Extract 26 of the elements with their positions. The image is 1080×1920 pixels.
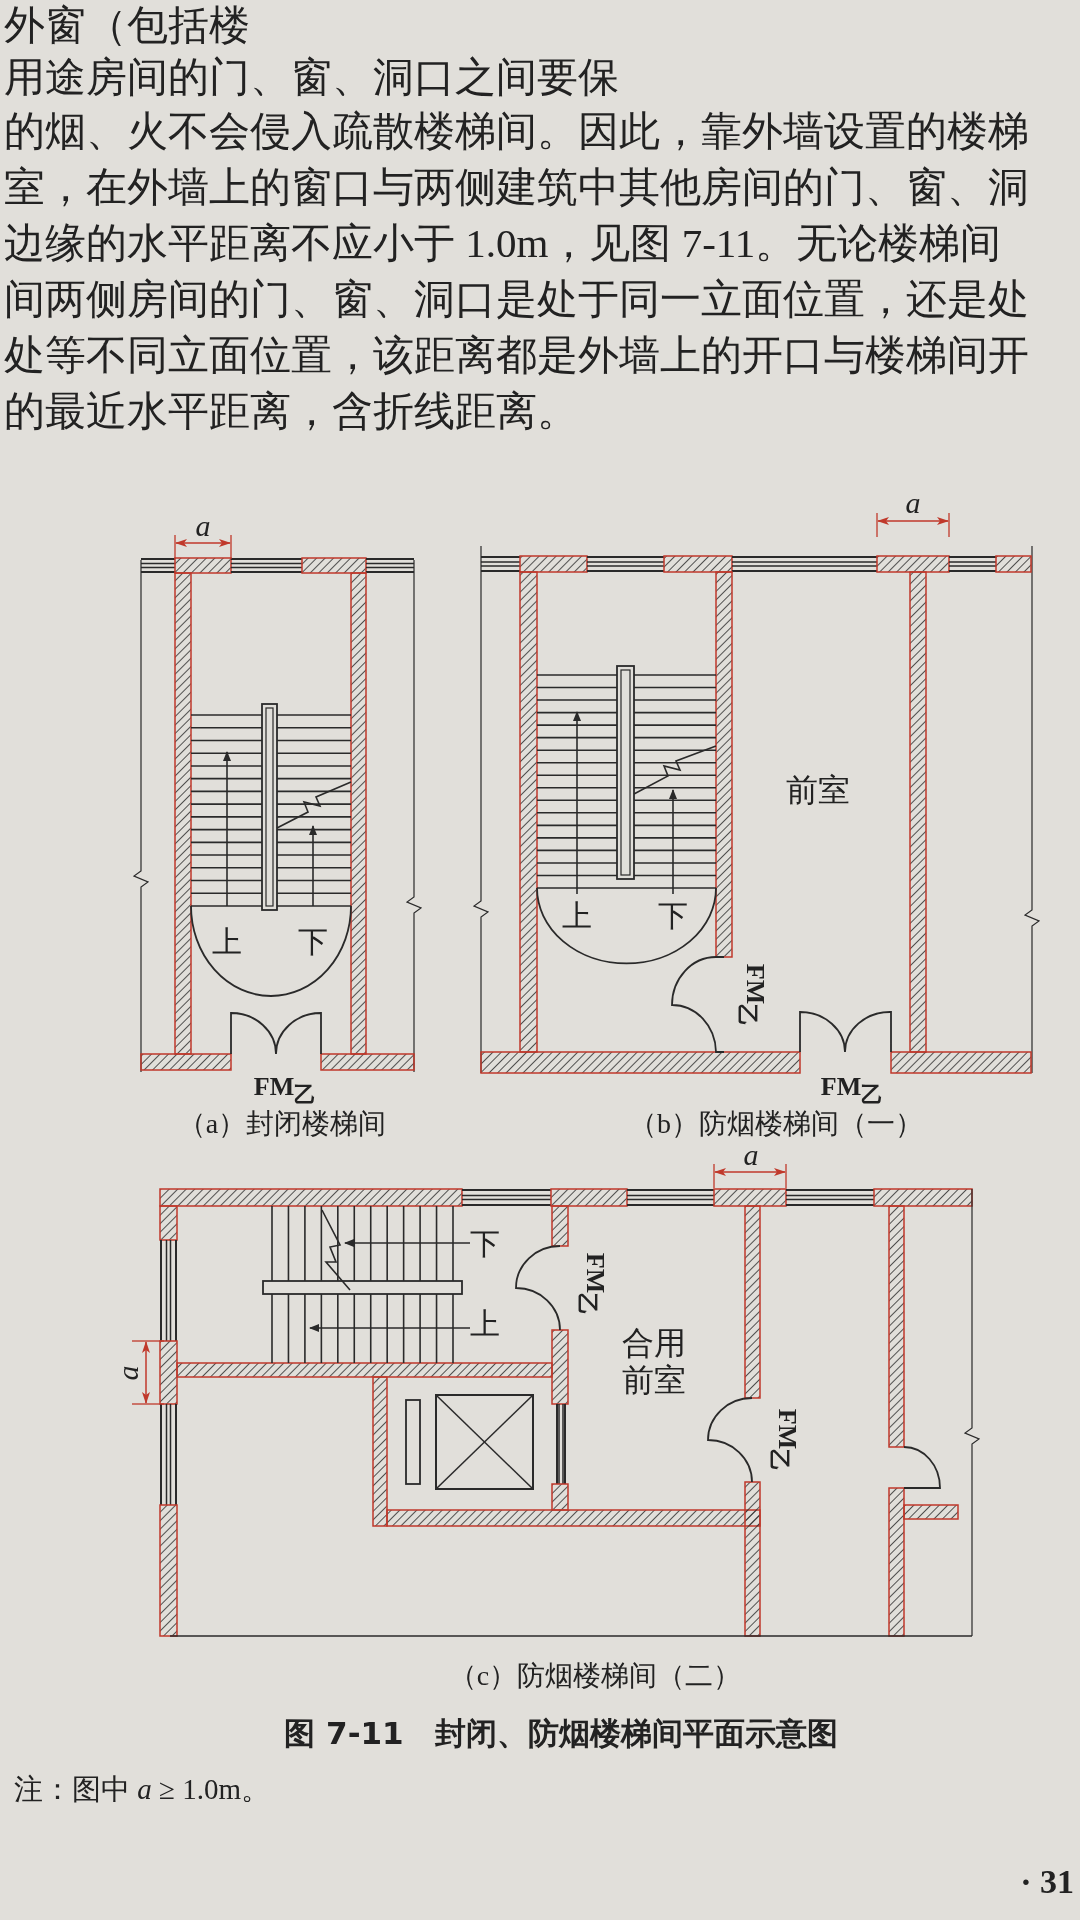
direction-label: 下 [298, 924, 328, 960]
door-label: FM$_{乙}$ [820, 1072, 884, 1108]
paragraph-text: 室，在外墙上的窗口与两侧建筑中其他房间的门、窗、洞 [4, 164, 1029, 212]
panel-caption: （c）防烟楼梯间（二） [448, 1659, 742, 1693]
paragraph-text: 处等不同立面位置，该距离都是外墙上的开口与楼梯间开 [4, 332, 1029, 380]
paragraph-text: 间两侧房间的门、窗、洞口是处于同一立面位置，还是处 [4, 276, 1029, 324]
direction-label: 下 [470, 1226, 500, 1262]
page-number: · 31 [1020, 1862, 1074, 1902]
dimension-label: a [110, 1365, 145, 1381]
direction-label: 上 [470, 1306, 500, 1342]
dimension-label: a [195, 508, 211, 544]
paragraph-text: 的烟、火不会侵入疏散楼梯间。因此，靠外墙设置的楼梯 [4, 108, 1029, 156]
room-label: 前室 [786, 771, 850, 809]
paragraph-text: 外窗（包括楼 [4, 2, 250, 50]
paragraph-text: 用途房间的门、窗、洞口之间要保 [4, 54, 619, 102]
figure-title: 图 7-11 封闭、防烟楼梯间平面示意图 [284, 1716, 838, 1752]
direction-label: 上 [562, 898, 592, 934]
direction-label: 下 [658, 898, 688, 934]
paragraph-text: 边缘的水平距离不应小于 1.0m，见图 7-11。无论楼梯间 [4, 220, 1002, 268]
paragraph-text: 的最近水平距离，含折线距离。 [4, 388, 578, 436]
dimension-label: a [905, 485, 921, 521]
room-label: 合用前室 [621, 1325, 687, 1399]
direction-label: 上 [212, 924, 242, 960]
panel-caption: （a）封闭楼梯间 [177, 1107, 387, 1141]
note-text: 注：图中 a ≥ 1.0m。 [14, 1773, 270, 1807]
door-label: FM$_{乙}$ [253, 1072, 317, 1108]
